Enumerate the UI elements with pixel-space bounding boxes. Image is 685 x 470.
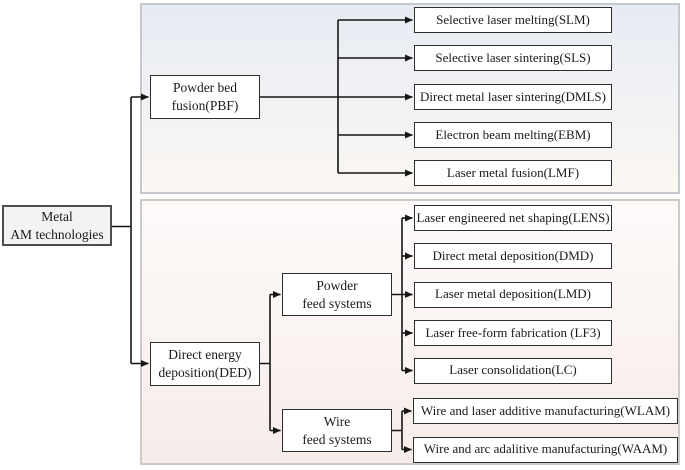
node-powder-feed-systems: Powder feed systems: [282, 273, 392, 316]
node-label: Powder: [316, 277, 358, 293]
node-label: feed systems: [302, 295, 372, 311]
leaf-wlam: Wire and laser additive manufacturing(WL…: [413, 398, 678, 424]
leaf-dmd: Direct metal deposition(DMD): [414, 243, 612, 269]
leaf-slm: Selective laser melting(SLM): [414, 7, 612, 33]
node-metal-am-technologies: Metal AM technologies: [2, 205, 112, 246]
node-label: Powder bed: [172, 80, 238, 96]
node-label: AM technologies: [10, 226, 104, 242]
node-direct-energy-deposition: Direct energy deposition(DED): [150, 342, 260, 386]
leaf-lmd: Laser metal deposition(LMD): [414, 281, 612, 308]
ded-trunk-line: [260, 294, 271, 431]
node-powder-bed-fusion: Powder bed fusion(PBF): [150, 75, 260, 119]
node-label: feed systems: [302, 431, 372, 447]
root-trunk-line: [112, 97, 132, 364]
wire-trunk-line: [392, 411, 403, 450]
leaf-sls: Selective laser sintering(SLS): [414, 45, 612, 71]
node-label: fusion(PBF): [171, 98, 239, 113]
node-label: Direct energy: [168, 347, 242, 363]
leaf-ebm: Electron beam melting(EBM): [414, 122, 612, 148]
node-label: Wire: [323, 413, 351, 429]
node-label: deposition(DED): [158, 365, 252, 380]
leaf-waam: Wire and arc adalitive manufacturing(WAA…: [413, 436, 678, 463]
leaf-lc: Laser consolidation(LC): [414, 357, 612, 384]
leaf-lmf: Laser metal fusion(LMF): [414, 160, 612, 186]
pbf-trunk-line: [260, 20, 339, 173]
node-wire-feed-systems: Wire feed systems: [282, 409, 392, 452]
leaf-lf3: Laser free-form fabrication (LF3): [414, 320, 612, 346]
node-label: Metal: [41, 208, 73, 224]
leaf-dmls: Direct metal laser sintering(DMLS): [414, 84, 612, 110]
powder-trunk-line: [392, 218, 403, 371]
leaf-lens: Laser engineered net shaping(LENS): [414, 205, 612, 231]
